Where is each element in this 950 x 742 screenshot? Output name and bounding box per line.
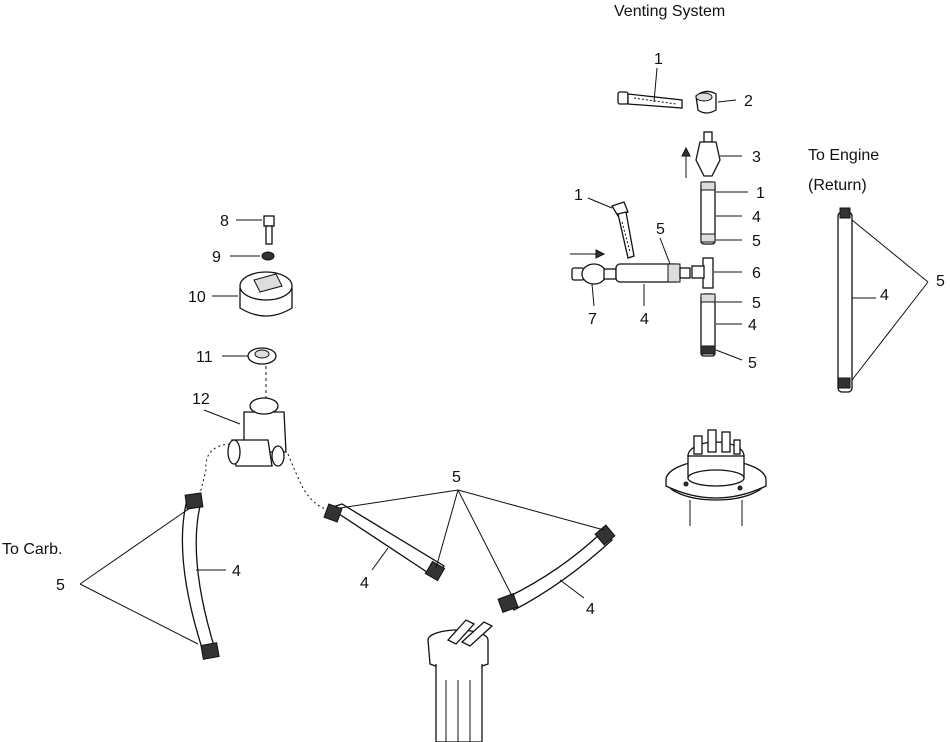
middle-hose — [323, 503, 446, 582]
callout-11: 11 — [196, 349, 213, 366]
callout-3: 3 — [752, 149, 761, 166]
callout-5-upper: 5 — [752, 233, 761, 250]
callout-5-horizontal: 5 — [656, 221, 665, 238]
filter-bolt-part — [263, 215, 275, 245]
vent-bolt-part — [611, 201, 635, 259]
fuel-filter-canister — [427, 619, 494, 742]
callout-5-center: 5 — [452, 469, 461, 486]
vent-cap-part — [695, 90, 717, 114]
callout-4-tank: 4 — [586, 601, 595, 618]
vent-hose-horizontal — [615, 263, 691, 283]
to-carb-label: To Carb. — [2, 541, 62, 558]
callout-4-upper: 4 — [752, 209, 761, 226]
callout-2: 2 — [744, 93, 753, 110]
callout-5-carb: 5 — [56, 577, 65, 594]
callout-7: 7 — [588, 311, 597, 328]
callout-4-carb: 4 — [232, 563, 241, 580]
callout-8: 8 — [220, 213, 229, 230]
callout-6: 6 — [752, 265, 761, 282]
check-valve-part — [695, 131, 721, 177]
to-engine-label: To Engine — [808, 147, 879, 164]
callout-4-lower: 4 — [748, 317, 757, 334]
vent-clip-part — [617, 91, 683, 109]
venting-system-title: Venting System — [614, 3, 725, 20]
callout-5-return: 5 — [936, 273, 945, 290]
callout-4-middle: 4 — [360, 575, 369, 592]
callout-4-horizontal: 4 — [640, 311, 649, 328]
callout-5-lower-top: 5 — [752, 295, 761, 312]
carb-hose — [181, 492, 220, 660]
vent-hose-lower — [700, 293, 716, 357]
return-hose — [837, 207, 853, 393]
callout-4-return: 4 — [880, 287, 889, 304]
tank-hose — [497, 524, 616, 613]
callout-10: 10 — [188, 289, 206, 306]
callout-12: 12 — [192, 391, 210, 408]
vent-tee-part — [691, 257, 714, 289]
filter-nut-part — [247, 347, 277, 365]
vent-fitting-part — [571, 263, 617, 285]
vent-hose-upper — [700, 181, 716, 245]
callout-1-left: 1 — [574, 187, 583, 204]
filter-washer-part — [261, 251, 275, 261]
return-label: (Return) — [808, 177, 867, 194]
callout-1-right: 1 — [756, 185, 765, 202]
callout-5-lower-bottom: 5 — [748, 355, 757, 372]
fuel-sender-unit — [665, 429, 767, 526]
filter-housing-part — [227, 397, 287, 467]
filter-cap-part — [239, 271, 293, 317]
callout-1-top: 1 — [654, 51, 663, 68]
callout-9: 9 — [212, 249, 221, 266]
